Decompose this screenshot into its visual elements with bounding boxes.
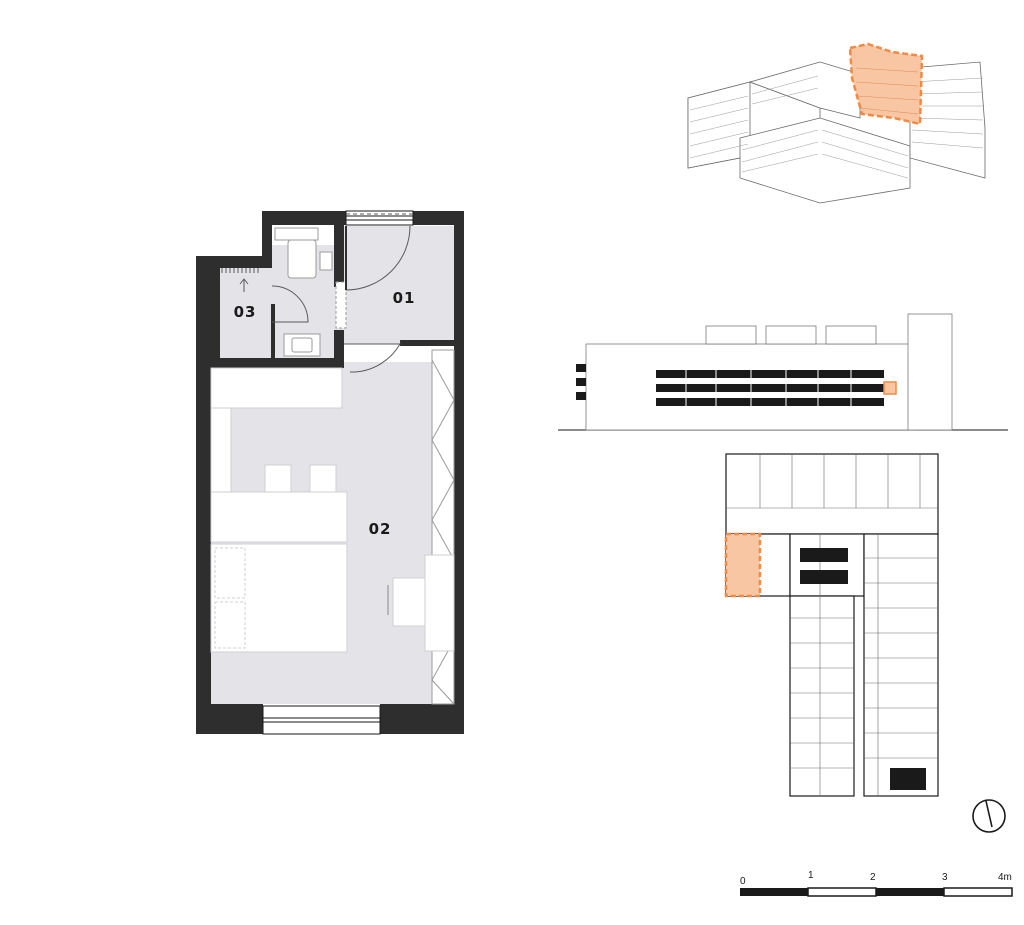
room-label-01: 01: [393, 289, 416, 307]
unit-floor-plan: 01 02 03: [196, 210, 464, 735]
floor-key-plan: [724, 453, 939, 797]
scale-tick-2: 2: [870, 872, 876, 883]
windows: [262, 210, 414, 735]
vent-grille: [221, 268, 259, 292]
building-axonometric: [687, 42, 986, 204]
scale-bar: 0 1 2 3 4m: [740, 870, 1013, 897]
bed: [210, 543, 348, 653]
desk: [210, 464, 348, 543]
walls: [196, 211, 464, 734]
room-label-02: 02: [369, 520, 392, 538]
scale-tick-4m: 4m: [998, 872, 1012, 883]
scale-tick-1: 1: [808, 870, 814, 881]
north-arrow-icon: [972, 799, 1006, 833]
building-elevation: [558, 313, 1008, 431]
kitchen-counter: [210, 367, 343, 539]
scale-tick-3: 3: [942, 872, 948, 883]
elevation-balconies: [576, 364, 884, 406]
wardrobe: [387, 554, 455, 652]
highlighted-unit-plan: [724, 532, 762, 598]
highlighted-unit-elevation: [883, 381, 897, 395]
bathroom-fixtures: [274, 227, 347, 357]
scale-tick-0: 0: [740, 876, 746, 887]
door-swings: [271, 213, 413, 373]
room-label-03: 03: [234, 303, 257, 321]
